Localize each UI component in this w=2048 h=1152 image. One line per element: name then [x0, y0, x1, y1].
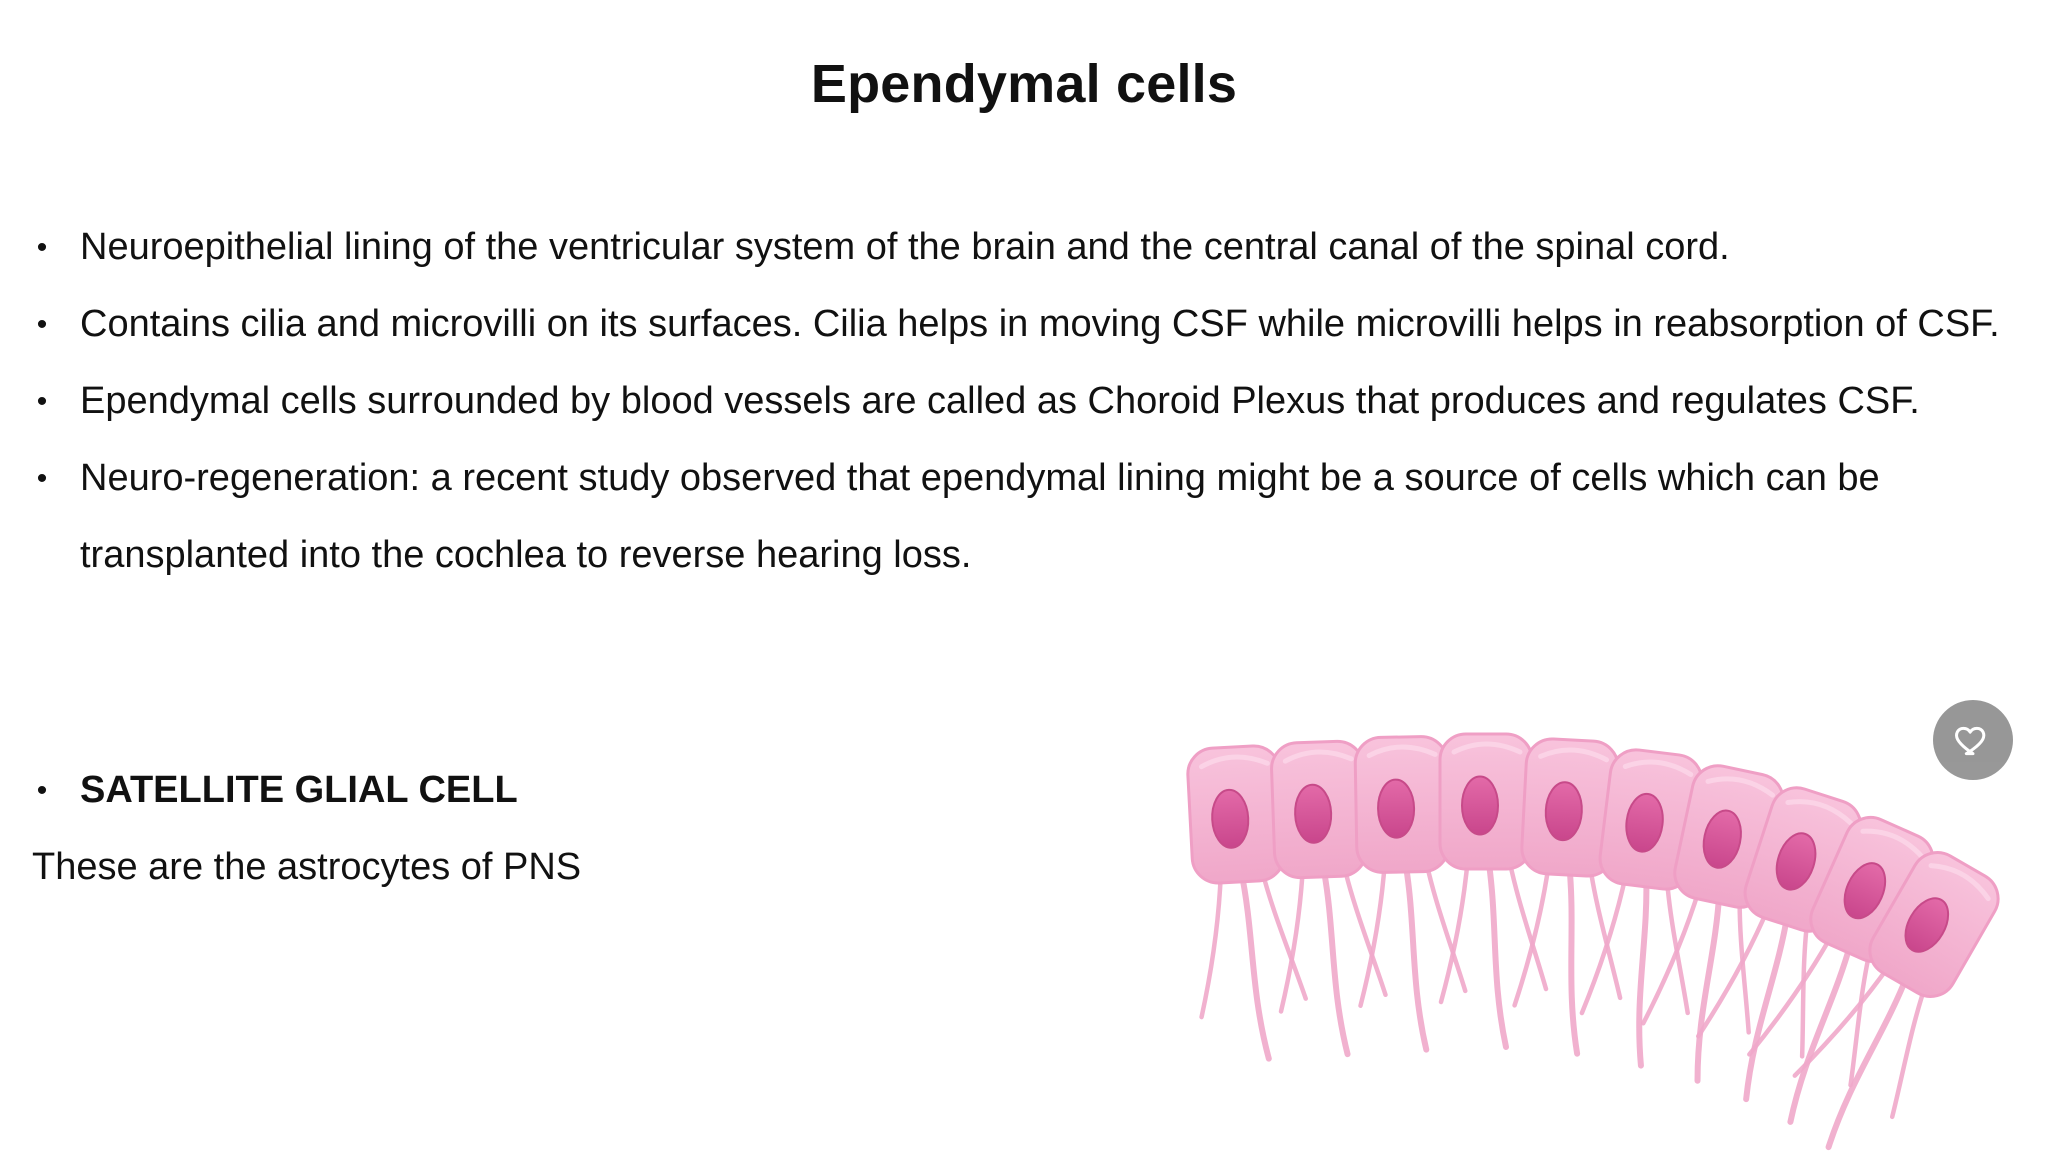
ependymal-cell [1512, 737, 1623, 1057]
cell-process [1579, 870, 1629, 1016]
bullet-dot-icon: • [36, 774, 48, 807]
cell-layer [1186, 732, 2000, 1151]
cell-process [1199, 868, 1224, 1020]
ependymal-cell [1270, 739, 1388, 1058]
cell-highlight [1282, 749, 1354, 764]
cell-process [1641, 884, 1703, 1026]
cell-highlight [1538, 747, 1610, 763]
cell-process [1401, 856, 1430, 1053]
cell-process [1319, 861, 1351, 1058]
bullet-dot-icon: • [36, 462, 48, 495]
cell-highlight [1785, 799, 1854, 826]
heart-icon [1955, 726, 1986, 756]
cell-process [1694, 888, 1723, 1084]
bullet-item: • Contains cilia and microvilli on its s… [32, 286, 2012, 363]
cell-nucleus [1904, 897, 1950, 953]
ependymal-cell [1792, 851, 2000, 1151]
cell-nucleus [1211, 788, 1250, 849]
bullet-text: Neuroepithelial lining of the ventricula… [80, 226, 1730, 268]
cell-highlight [1860, 828, 1926, 861]
cell-process [1695, 904, 1771, 1039]
ependymal-cell [1353, 735, 1468, 1053]
cell-nucleus [1843, 862, 1887, 920]
cell-process [1787, 938, 1855, 1125]
cell-process [1485, 854, 1509, 1050]
cell-highlight [1622, 759, 1694, 778]
cell-process [1258, 862, 1308, 1001]
bullet-dot-icon: • [36, 385, 48, 418]
cell-highlight [1198, 754, 1270, 770]
bullet-text: Contains cilia and microvilli on its sur… [80, 303, 2000, 345]
slide-title: Ependymal cells [810, 54, 1238, 114]
cell-process [1825, 970, 1911, 1151]
cell-highlight [1928, 863, 1991, 902]
cell-process [1747, 930, 1836, 1057]
ependymal-cell [1438, 732, 1549, 1050]
cell-process [1792, 961, 1893, 1078]
cell-nucleus [1544, 781, 1583, 842]
cell-nucleus [1625, 792, 1664, 853]
cell-nucleus [1775, 832, 1817, 891]
bullet-item: • Neuro-regeneration: a recent study obs… [32, 440, 2012, 594]
bullet-text: Ependymal cells surrounded by blood vess… [80, 380, 1920, 422]
cell-nucleus [1294, 783, 1333, 844]
bullet-item: • Neuroepithelial lining of the ventricu… [32, 209, 2012, 286]
cell-nucleus [1377, 778, 1416, 839]
cell-nucleus [1461, 775, 1499, 836]
cell-process [1512, 859, 1552, 1008]
cell-process [1237, 866, 1272, 1062]
section-heading-text: SATELLITE GLIAL CELL [80, 769, 518, 811]
cell-process [1438, 854, 1471, 1005]
cell-process [1278, 863, 1306, 1014]
cell-nucleus [1702, 809, 1742, 869]
cell-highlight [1451, 741, 1523, 755]
bullet-list: • Neuroepithelial lining of the ventricu… [32, 209, 2012, 594]
cell-highlight [1366, 744, 1438, 759]
cell-process [1566, 860, 1581, 1057]
bullet-text: Neuro-regeneration: a recent study obser… [80, 457, 1880, 576]
bullet-dot-icon: • [36, 231, 48, 264]
bullet-dot-icon: • [36, 308, 48, 341]
section-text: These are the astrocytes of PNS [32, 846, 582, 888]
cell-process [1743, 909, 1791, 1103]
ependymal-cell [1579, 748, 1704, 1069]
cell-process [1636, 871, 1650, 1069]
section-heading: • SATELLITE GLIAL CELL [32, 752, 1080, 829]
cell-process [1358, 858, 1388, 1009]
ependymal-cells-illustration-icon [1186, 732, 2000, 1151]
cell-highlight [1705, 776, 1776, 798]
bullet-item: • Ependymal cells surrounded by blood ve… [32, 363, 2012, 440]
favorite-button[interactable] [1933, 700, 2013, 780]
